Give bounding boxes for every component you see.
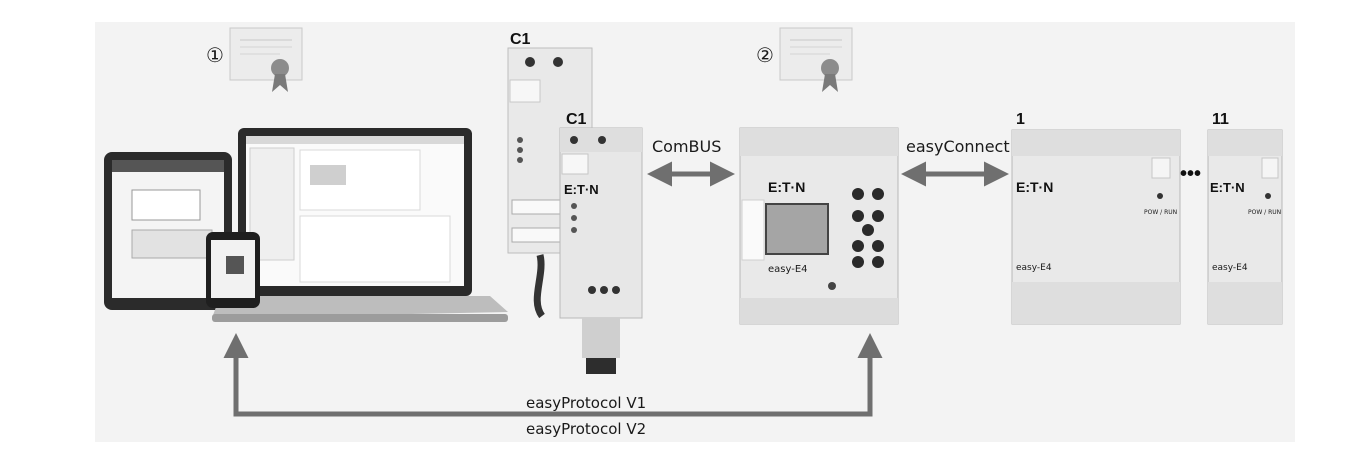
base-unit-easy-e4 bbox=[739, 127, 899, 325]
combus-label: ComBUS bbox=[652, 137, 721, 156]
device-1-brand: E:T·N bbox=[1016, 179, 1053, 195]
device-11-brand: E:T·N bbox=[1210, 180, 1245, 195]
cert-1-marker: ① bbox=[206, 43, 224, 67]
device-11-pow-run: POW / RUN bbox=[1248, 209, 1281, 216]
smartphone-icon bbox=[206, 232, 260, 308]
device-11-model: easy-E4 bbox=[1212, 263, 1248, 273]
laptop-icon bbox=[212, 128, 508, 322]
cert-2-marker: ② bbox=[756, 43, 774, 67]
certificate-1-icon bbox=[229, 27, 303, 92]
device-ellipsis: ••• bbox=[1180, 163, 1201, 185]
comm-module-brand: E:T·N bbox=[564, 182, 599, 197]
base-unit-brand: E:T·N bbox=[768, 179, 805, 195]
comm-module-front-label: C1 bbox=[566, 111, 587, 128]
tablet-icon bbox=[104, 152, 232, 310]
protocol-v2-label: easyProtocol V2 bbox=[526, 420, 646, 438]
device-1-pow-run: POW / RUN bbox=[1144, 209, 1177, 216]
easyconnect-label: easyConnect bbox=[906, 137, 1010, 156]
usb-cable bbox=[533, 254, 546, 319]
expansion-device-1 bbox=[1011, 129, 1181, 325]
device-11-label: 11 bbox=[1212, 111, 1229, 128]
device-1-model: easy-E4 bbox=[1016, 263, 1052, 273]
base-unit-model: easy-E4 bbox=[768, 264, 808, 275]
device-1-label: 1 bbox=[1016, 111, 1025, 128]
protocol-v1-label: easyProtocol V1 bbox=[526, 394, 646, 412]
comm-module-c1-front bbox=[559, 127, 643, 374]
certificate-2-icon bbox=[779, 27, 853, 92]
expansion-device-11 bbox=[1207, 129, 1283, 325]
easyprotocol-arrow bbox=[223, 333, 883, 417]
comm-module-top-label: C1 bbox=[510, 31, 531, 48]
